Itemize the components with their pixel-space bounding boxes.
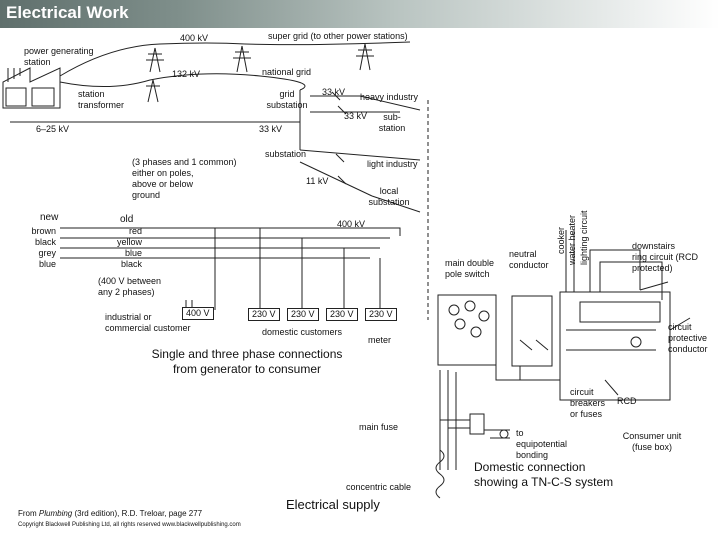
consumer-unit-busbar: [579, 301, 661, 323]
equipotential-terminal: [499, 429, 509, 439]
voltage-11kv: 11 kV: [306, 176, 329, 186]
supergrid-line-1: [59, 42, 246, 77]
national-grid-line: [59, 73, 306, 91]
sub-station-label: sub- station: [378, 112, 406, 133]
pylon-3: [356, 43, 374, 71]
voltage-132kv: 132 kV: [172, 69, 201, 79]
outgoing-circuits: [565, 230, 641, 292]
main-fuse-label: main fuse: [359, 422, 399, 432]
domestic-connection-caption: Domestic connection showing a TN-C-S sys…: [474, 460, 614, 489]
cpc-label: circuit protective conductor: [668, 322, 708, 354]
copyright-line: Copyright Blackwell Publishing Ltd, all …: [18, 522, 241, 528]
voltage-230v-1: 230 V: [248, 308, 280, 321]
switch-marks: [331, 91, 347, 185]
power-station-label: power generating station: [24, 46, 94, 67]
meter-dial-5: [470, 326, 482, 338]
voltage-230v-4: 230 V: [365, 308, 397, 321]
pylon-1: [146, 47, 164, 73]
concentric-cable-label: concentric cable: [346, 482, 412, 492]
meter-label: meter: [368, 335, 392, 345]
local-substation-out: [371, 195, 421, 213]
main-fuse-link: [440, 419, 470, 429]
voltage-33kv-c: 33 kV: [259, 124, 283, 134]
consumer-unit-rails: [566, 329, 656, 351]
meter-dial-2: [464, 300, 476, 312]
heavy-industry-line: [310, 95, 421, 111]
new-colour-list: brown black grey blue: [31, 226, 56, 269]
concentric-cable-coil: [435, 449, 445, 499]
consumer-unit-label: Consumer unit (fuse box): [622, 431, 682, 452]
equipotential-bonding-label: to equipotential bonding: [516, 428, 568, 460]
heavy-industry-label: heavy industry: [360, 92, 419, 102]
earth-bonding-link: [484, 429, 510, 439]
rcd-symbol: [630, 336, 642, 348]
switch-contacts: [519, 339, 549, 351]
supergrid-line-2: [244, 41, 411, 46]
voltage-230v-3: 230 V: [326, 308, 358, 321]
voltage-33kv-a: 33 kV: [322, 87, 346, 97]
old-colour-list: red yellow blue black: [116, 226, 142, 269]
neutral-conductor-label: neutral conductor: [509, 249, 549, 270]
phases-note: (3 phases and 1 common) either on poles,…: [132, 157, 237, 200]
grid-substation-label: grid substation: [266, 89, 308, 110]
ring-circuit: [599, 261, 663, 300]
cooker-label: cooker: [556, 226, 566, 254]
pointer-lines: [604, 281, 691, 396]
power-station-building: [2, 67, 61, 109]
voltage-6-25kv: 6–25 kV: [36, 124, 70, 134]
meter-dial-4: [454, 318, 466, 330]
single-three-caption: Single and three phase connections from …: [151, 347, 343, 376]
super-grid-label: super grid (to other power stations): [268, 31, 408, 41]
local-substation-label: local substation: [368, 186, 410, 207]
page-title: Electrical Work: [6, 3, 129, 22]
main-double-pole-label: main double pole switch: [445, 258, 495, 279]
lighting-circuit-label: lighting circuit: [579, 210, 589, 265]
station-transformer-label: station transformer: [78, 89, 125, 110]
voltage-400kv-mid: 400 kV: [337, 219, 366, 229]
voltage-33kv-b: 33 kV: [344, 111, 368, 121]
water-heater-label: water heater: [567, 214, 577, 265]
pylon-2: [233, 45, 251, 73]
header-bar: Electrical Work: [0, 0, 720, 28]
old-label: old: [120, 214, 134, 225]
main-fuse-box: [469, 413, 485, 435]
domestic-customers-label: domestic customers: [262, 327, 343, 337]
light-industry-label: light industry: [367, 159, 418, 169]
new-label: new: [40, 212, 59, 223]
electrical-supply-caption: Electrical supply: [286, 497, 380, 512]
meter-to-consumer-links: [495, 360, 560, 381]
pylon-4: [146, 79, 160, 103]
voltage-230v-2: 230 V: [287, 308, 319, 321]
light-industry-line: [299, 149, 421, 161]
meter-dial-3: [478, 310, 490, 322]
circuit-breakers-label: circuit breakers or fuses: [570, 387, 606, 419]
source-citation: From Plumbing (3rd edition), R.D. Treloa…: [18, 509, 203, 518]
rcd-label: RCD: [617, 396, 637, 406]
consumer-unit-box: [559, 291, 671, 401]
substation-label: substation: [265, 149, 307, 159]
local-substation-line: [299, 161, 373, 197]
meter-dial-1: [448, 304, 460, 316]
between-phases-note: (400 V between any 2 phases): [98, 276, 162, 297]
four-wire-bus: [60, 227, 401, 310]
voltage-400kv-top: 400 kV: [180, 33, 209, 43]
national-grid-label: national grid: [262, 67, 312, 77]
downstairs-ring-label: downstairs ring circuit (RCD protected): [632, 241, 699, 273]
double-pole-switch-box: [511, 295, 553, 367]
industrial-customer-label: industrial or commercial customer: [105, 312, 191, 333]
voltage-400v-industrial: 400 V: [182, 307, 214, 320]
meter-box: [437, 294, 497, 366]
